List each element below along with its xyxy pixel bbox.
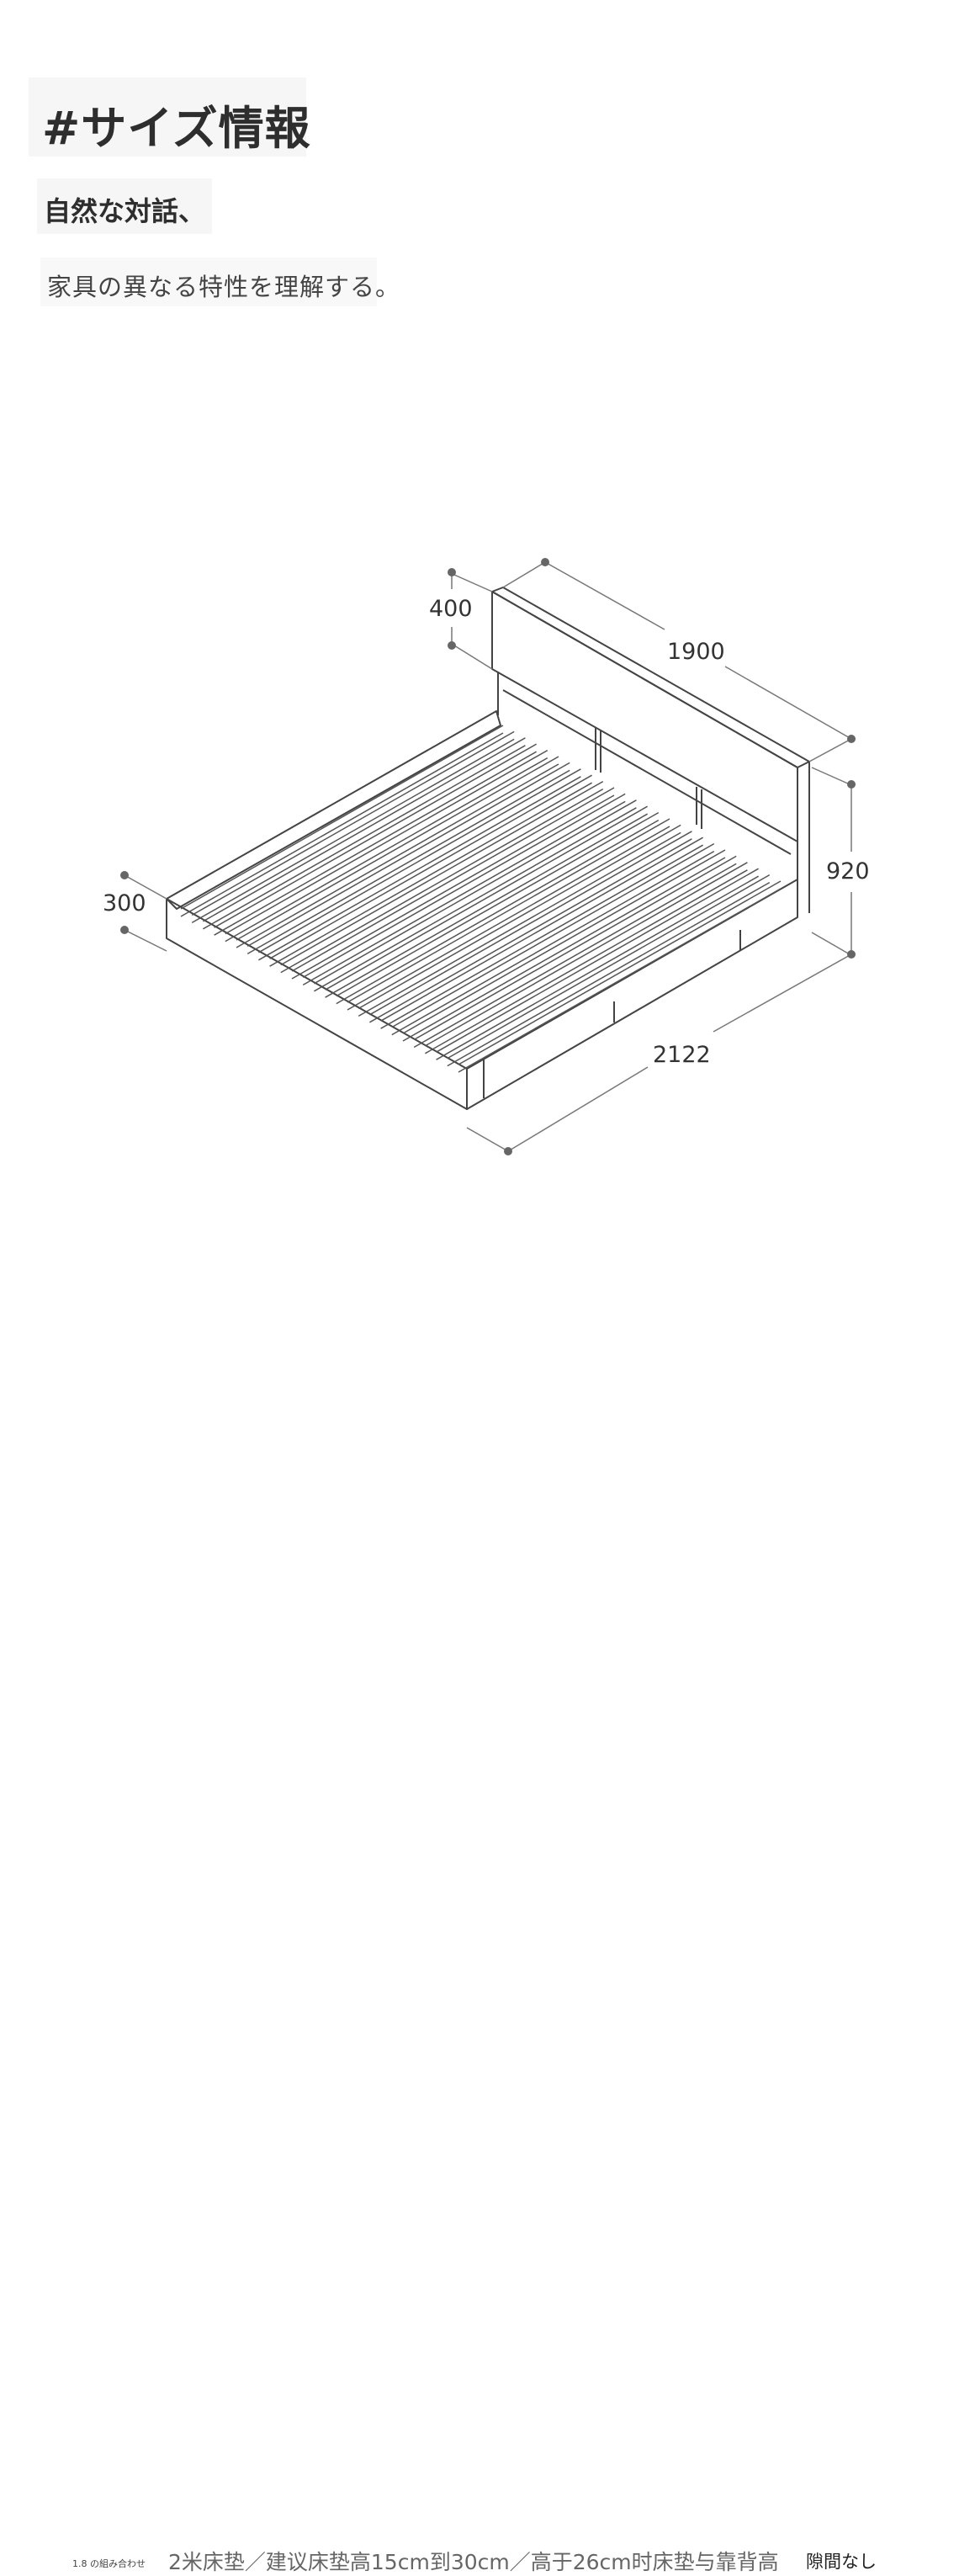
slat-edge (425, 862, 748, 1047)
slat-edge (447, 881, 771, 1067)
slat-edge (302, 800, 626, 986)
slat-edge (180, 732, 504, 917)
slat-edge (203, 745, 526, 930)
slat-edge (214, 743, 537, 928)
headboard-top (491, 587, 810, 768)
slat-edge (236, 756, 559, 941)
dimension-dots (120, 558, 856, 1155)
footer-right-text: 隙間なし (806, 2548, 888, 2573)
slat-edge (325, 813, 648, 998)
slat-edge (380, 844, 703, 1029)
slat-edge (458, 880, 782, 1065)
slat-edge (180, 725, 504, 910)
slat-edge (402, 849, 726, 1034)
title-background (29, 77, 306, 157)
slat-edge (280, 788, 604, 974)
slat-edge (203, 737, 526, 922)
slat-edge (458, 888, 782, 1073)
slat-edge (225, 757, 548, 943)
slat-edge (402, 857, 726, 1042)
slat-edge (191, 730, 515, 916)
slat-edge (380, 837, 703, 1022)
description: 家具の異なる特性を理解する。 (47, 273, 401, 301)
page-title: #サイズ情報 (42, 102, 311, 155)
bed-slats (180, 725, 782, 1073)
slat-edge (246, 769, 570, 955)
slat-edge (358, 824, 681, 1010)
headboard-front (491, 591, 798, 842)
slat-edge (258, 776, 581, 961)
slat-edge (347, 826, 670, 1011)
slat-edge (269, 774, 592, 959)
headboard-height-label: 400 (429, 596, 473, 622)
slat-edge (369, 831, 692, 1016)
subtitle: 自然な対話、 (44, 195, 206, 227)
slat-edge (436, 875, 759, 1060)
footer: 1.8 の組み合わせ 2米床垫／建议床垫高15cm到30cm／高于26cm时床垫… (0, 1272, 975, 2574)
slat-edge (291, 787, 615, 972)
slat-edge (413, 863, 737, 1049)
slat-edge (391, 842, 715, 1028)
dimension-lines (124, 561, 852, 1152)
slat-edge (413, 855, 737, 1041)
slat-edge (191, 738, 515, 924)
width-label: 1900 (667, 639, 725, 665)
slat-edge (347, 818, 670, 1003)
slat-edge (314, 807, 637, 992)
slat-edge (336, 819, 660, 1005)
subtitle-background (37, 178, 212, 234)
slat-edge (425, 869, 748, 1054)
slat-edge (269, 782, 592, 967)
slat-edge (225, 749, 548, 935)
slat-edge (258, 768, 581, 953)
slat-edge (447, 874, 771, 1060)
slat-edge (314, 799, 637, 985)
description-background (40, 258, 377, 306)
bed-dimension-diagram: 400 1900 920 300 2122 (103, 558, 870, 1155)
slat-edge (246, 762, 570, 948)
slat-edge (302, 793, 626, 979)
frame-left-rail (166, 710, 501, 910)
slat-edge (336, 811, 660, 997)
slat-edge (358, 831, 681, 1017)
footer-main-text: 2米床垫／建议床垫高15cm到30cm／高于26cm时床垫与靠背高 (168, 2550, 779, 2574)
length-label: 2122 (653, 1042, 711, 1068)
footer-small-text: 1.8 の組み合わせ (72, 2558, 146, 2569)
slat-edge (214, 751, 537, 936)
total-height-label: 920 (826, 858, 870, 884)
slat-edge (325, 805, 648, 991)
frame-height-label: 300 (103, 890, 146, 916)
slat-edge (291, 794, 615, 980)
slat-edge (236, 763, 559, 948)
slat-edge (280, 780, 604, 966)
slat-edge (436, 868, 759, 1053)
slat-edge (391, 850, 715, 1036)
slat-edge (369, 838, 692, 1023)
